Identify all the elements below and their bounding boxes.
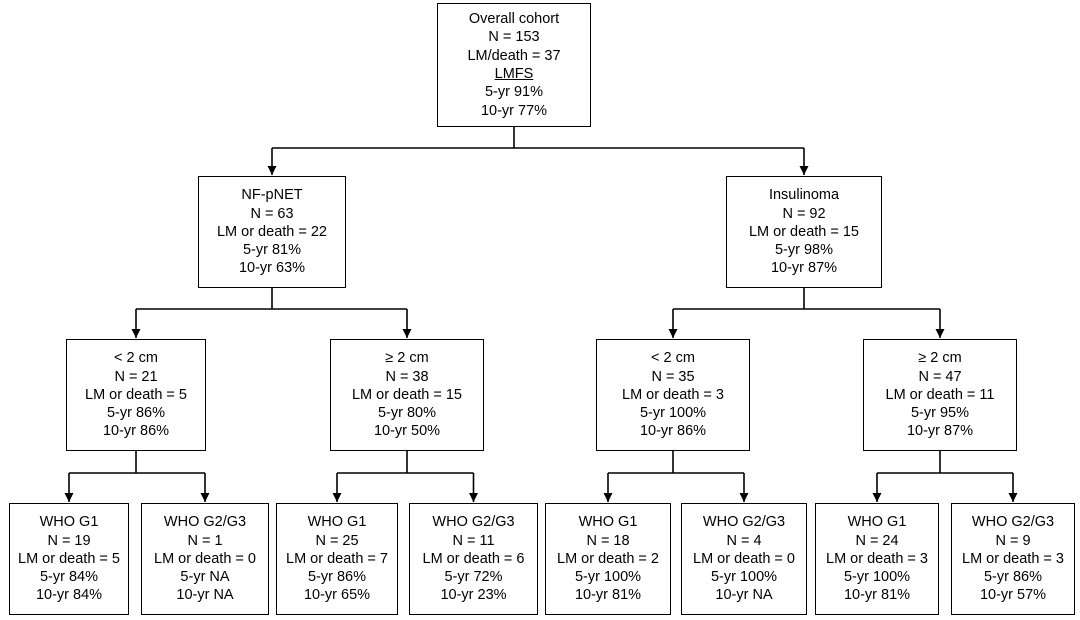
node-n: N = 153 [488, 29, 540, 46]
node-events: LM or death = 7 [286, 550, 388, 567]
node-n: N = 11 [452, 532, 495, 549]
node-5yr: 5-yr 86% [307, 569, 367, 586]
node-title: WHO G1 [39, 514, 99, 531]
node-5yr: 5-yr 100% [574, 569, 642, 586]
node-n: N = 4 [726, 532, 762, 549]
node-10yr: 10-yr 81% [843, 587, 911, 604]
node-10yr: 10-yr 63% [238, 260, 306, 277]
node-events: LM or death = 3 [962, 550, 1064, 567]
node-n: N = 47 [918, 368, 962, 385]
node-nf-pnet-ge-2cm-who-g1: WHO G1 N = 25 LM or death = 7 5-yr 86% 1… [276, 503, 398, 615]
node-title: < 2 cm [651, 350, 695, 367]
node-5yr: 5-yr 95% [910, 405, 970, 422]
node-10yr: 10-yr 50% [373, 423, 441, 440]
node-events: LM or death = 2 [557, 550, 659, 567]
node-10yr: 10-yr 77% [480, 102, 548, 119]
node-title: WHO G2/G3 [163, 514, 247, 531]
node-events: LM or death = 0 [693, 550, 795, 567]
node-events: LM or death = 15 [351, 386, 463, 403]
node-events: LM or death = 15 [748, 223, 860, 240]
node-title: WHO G1 [307, 514, 367, 531]
node-insulinoma: Insulinoma N = 92 LM or death = 15 5-yr … [726, 176, 882, 288]
node-title: NF-pNET [241, 187, 303, 204]
node-5yr: 5-yr 84% [39, 569, 99, 586]
node-5yr: 5-yr NA [180, 569, 230, 586]
node-n: N = 1 [187, 532, 223, 549]
node-title: WHO G2/G3 [971, 514, 1055, 531]
node-nf-pnet-lt-2cm-who-g2-g3: WHO G2/G3 N = 1 LM or death = 0 5-yr NA … [141, 503, 269, 615]
node-events: LM or death = 5 [85, 386, 187, 403]
node-insulinoma-ge-2cm-who-g1: WHO G1 N = 24 LM or death = 3 5-yr 100% … [815, 503, 939, 615]
node-events: LM or death = 6 [422, 550, 525, 567]
node-events: LM/death = 37 [467, 47, 561, 64]
node-n: N = 19 [47, 532, 91, 549]
node-5yr: 5-yr 100% [710, 569, 778, 586]
node-5yr: 5-yr 91% [484, 84, 544, 101]
node-nf-pnet-lt-2cm-who-g1: WHO G1 N = 19 LM or death = 5 5-yr 84% 1… [9, 503, 129, 615]
node-n: N = 24 [855, 532, 899, 549]
node-n: N = 92 [782, 205, 826, 222]
node-nf-pnet: NF-pNET N = 63 LM or death = 22 5-yr 81%… [198, 176, 346, 288]
node-nf-pnet-lt-2cm: < 2 cm N = 21 LM or death = 5 5-yr 86% 1… [66, 339, 206, 451]
node-title: WHO G1 [847, 514, 907, 531]
node-insulinoma-ge-2cm-who-g2-g3: WHO G2/G3 N = 9 LM or death = 3 5-yr 86%… [951, 503, 1075, 615]
node-n: N = 38 [385, 368, 429, 385]
node-10yr: 10-yr 86% [102, 423, 170, 440]
node-title: WHO G2/G3 [702, 514, 786, 531]
node-title: Insulinoma [768, 187, 840, 204]
node-nf-pnet-ge-2cm: ≥ 2 cm N = 38 LM or death = 15 5-yr 80% … [330, 339, 484, 451]
node-events: LM or death = 3 [622, 386, 724, 403]
node-title: ≥ 2 cm [918, 350, 962, 367]
node-n: N = 63 [250, 205, 294, 222]
node-title: ≥ 2 cm [385, 350, 429, 367]
node-5yr: 5-yr 80% [377, 405, 437, 422]
node-5yr: 5-yr 81% [242, 242, 302, 259]
node-10yr: 10-yr 86% [639, 423, 707, 440]
node-title: WHO G2/G3 [432, 514, 515, 531]
node-events: LM or death = 11 [885, 386, 995, 403]
node-overall-cohort: Overall cohort N = 153 LM/death = 37 LMF… [437, 3, 591, 127]
node-title: < 2 cm [114, 350, 158, 367]
node-events: LM or death = 5 [18, 550, 120, 567]
node-10yr: 10-yr 87% [906, 423, 974, 440]
node-10yr: 10-yr 87% [770, 260, 838, 277]
node-events: LM or death = 22 [216, 223, 328, 240]
node-10yr: 10-yr NA [715, 587, 773, 604]
node-10yr: 10-yr 65% [303, 587, 371, 604]
node-10yr: 10-yr 84% [35, 587, 103, 604]
node-insulinoma-lt-2cm: < 2 cm N = 35 LM or death = 3 5-yr 100% … [596, 339, 750, 451]
node-5yr: 5-yr 86% [983, 569, 1043, 586]
node-5yr: 5-yr 72% [444, 569, 503, 586]
node-n: N = 21 [114, 368, 158, 385]
node-5yr: 5-yr 86% [106, 405, 166, 422]
node-title: Overall cohort [468, 11, 560, 28]
node-5yr: 5-yr 98% [774, 242, 834, 259]
node-n: N = 18 [586, 532, 630, 549]
node-nf-pnet-ge-2cm-who-g2-g3: WHO G2/G3 N = 11 LM or death = 6 5-yr 72… [409, 503, 538, 615]
node-events: LM or death = 3 [826, 550, 928, 567]
node-events: LM or death = 0 [154, 550, 256, 567]
node-insulinoma-lt-2cm-who-g2-g3: WHO G2/G3 N = 4 LM or death = 0 5-yr 100… [681, 503, 807, 615]
node-n: N = 9 [995, 532, 1031, 549]
node-10yr: 10-yr 23% [440, 587, 507, 604]
node-10yr: 10-yr NA [176, 587, 234, 604]
node-title: WHO G1 [578, 514, 638, 531]
node-insulinoma-ge-2cm: ≥ 2 cm N = 47 LM or death = 11 5-yr 95% … [863, 339, 1017, 451]
node-insulinoma-lt-2cm-who-g1: WHO G1 N = 18 LM or death = 2 5-yr 100% … [545, 503, 671, 615]
node-n: N = 25 [315, 532, 359, 549]
node-10yr: 10-yr 81% [574, 587, 642, 604]
node-5yr: 5-yr 100% [843, 569, 911, 586]
node-5yr: 5-yr 100% [639, 405, 707, 422]
node-n: N = 35 [651, 368, 695, 385]
node-lmfs-heading: LMFS [494, 66, 534, 82]
node-10yr: 10-yr 57% [979, 587, 1047, 604]
